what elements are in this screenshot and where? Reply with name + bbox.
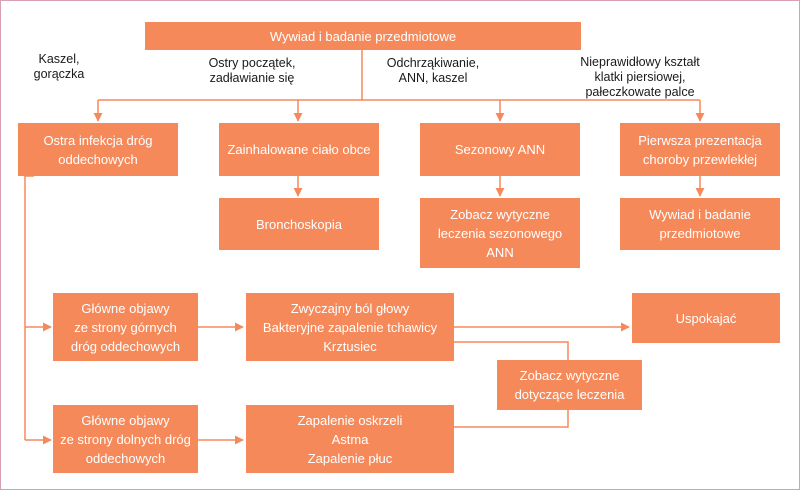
treatment-guidelines-box: Zobacz wytyczne dotyczące leczenia	[497, 360, 642, 410]
seasonal-guidelines-box: Zobacz wytyczne leczenia sezonowego ANN	[420, 198, 580, 268]
acute-infection-box: Ostra infekcja dróg oddechowych	[18, 123, 178, 176]
label-sudden-onset: Ostry początek, zadławianie się	[208, 56, 296, 85]
path-from-treatment-guidelines	[454, 410, 569, 428]
label-cough-fever: Kaszel, gorączka	[33, 52, 85, 81]
label-throat-clearing: Odchrząkiwanie, ANN, kaszel	[386, 56, 480, 85]
upper-symptoms-box: Główne objawy ze strony górnych dróg odd…	[53, 293, 198, 361]
foreign-body-box: Zainhalowane ciało obce	[219, 123, 379, 176]
top-box: Wywiad i badanie przedmiotowe	[145, 22, 581, 50]
upper-conditions-box: Zwyczajny ból głowy Bakteryjne zapalenie…	[246, 293, 454, 361]
path-to-treatment-guidelines	[454, 341, 569, 360]
seasonal-ann-box: Sezonowy ANN	[420, 123, 580, 176]
history-exam-box: Wywiad i badanie przedmiotowe	[620, 198, 780, 250]
reassure-box: Uspokajać	[632, 293, 780, 343]
label-chest-shape: Nieprawidłowy kształt klatki piersiowej,…	[580, 55, 700, 99]
bronchoscopy-box: Bronchoskopia	[219, 198, 379, 250]
left-spine-path	[24, 175, 34, 440]
lower-symptoms-box: Główne objawy ze strony dolnych dróg odd…	[53, 405, 198, 473]
chronic-first-box: Pierwsza prezentacja choroby przewlekłej	[620, 123, 780, 176]
lower-conditions-box: Zapalenie oskrzeli Astma Zapalenie płuc	[246, 405, 454, 473]
